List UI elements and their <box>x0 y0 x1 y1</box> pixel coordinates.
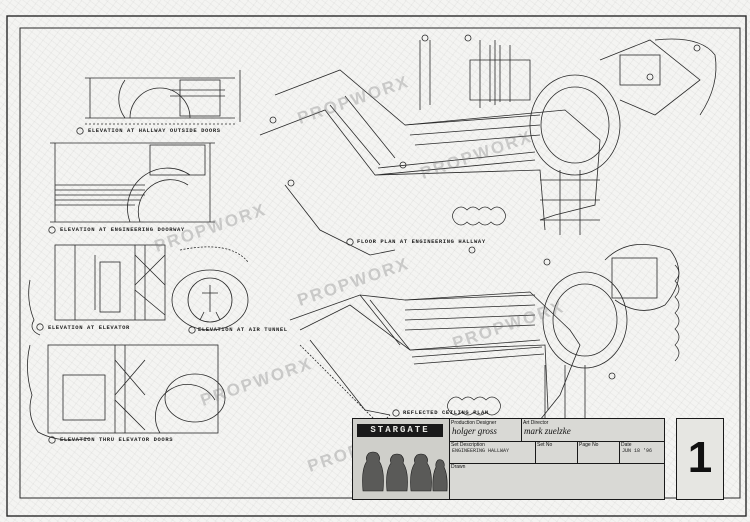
elevation-engineering-drawing <box>48 142 215 234</box>
view-title-engineering: ELEVATION AT ENGINEERING DOORWAY <box>60 226 185 233</box>
date-cell: Date JUN 18 '96 <box>619 441 664 464</box>
date-caption: Date <box>621 442 632 448</box>
art-director-cell: Art Director mark zuelzke <box>521 419 664 442</box>
set-description-caption: Set Description <box>451 442 485 448</box>
set-no-cell: Set No <box>535 441 578 464</box>
elevation-hallway-drawing <box>76 70 241 135</box>
art-director-caption: Art Director <box>523 420 549 426</box>
drawn-caption: Drawn <box>451 464 466 470</box>
page-no-caption: Page No <box>579 442 599 448</box>
title-block: STARGATE Production Designer holger gros… <box>352 418 665 500</box>
title-block-logo-cell: STARGATE <box>353 419 450 499</box>
elevation-elevator-drawing <box>28 244 166 336</box>
stargate-logo: STARGATE <box>357 424 443 437</box>
floor-plan-drawing <box>259 38 717 256</box>
callout-bubbles <box>269 34 701 380</box>
set-no-caption: Set No <box>537 442 553 448</box>
sheet-number: 1 <box>687 433 713 482</box>
revision-clouds <box>447 206 680 416</box>
page-no-cell: Page No <box>577 441 620 464</box>
date-value: JUN 18 '96 <box>622 448 653 454</box>
canopic-jars-illustration <box>362 451 448 492</box>
air-tunnel-drawing <box>171 246 249 334</box>
production-designer-cell: Production Designer holger gross <box>449 419 522 442</box>
view-title-hallway: ELEVATION AT HALLWAY OUTSIDE DOORS <box>88 127 221 134</box>
elevation-bottom-drawing <box>27 344 226 444</box>
view-title-bottom: ELEVATION THRU ELEVATOR DOORS <box>60 436 174 443</box>
view-title-ceiling-plan: REFLECTED CEILING PLAN <box>403 409 489 416</box>
production-designer-value: holger gross <box>452 426 497 436</box>
view-title-air-tunnel: ELEVATION AT AIR TUNNEL <box>198 326 288 333</box>
sheet-number-box: 1 <box>676 418 724 500</box>
art-director-value: mark zuelzke <box>524 426 571 436</box>
production-designer-caption: Production Designer <box>451 420 497 426</box>
view-title-floor-plan: FLOOR PLAN AT ENGINEERING HALLWAY <box>357 238 486 245</box>
set-description-value: ENGINEERING HALLWAY <box>452 448 510 454</box>
sheet-outer-border <box>6 15 747 517</box>
set-description-cell: Set Description ENGINEERING HALLWAY <box>449 441 536 464</box>
view-title-elevator: ELEVATION AT ELEVATOR <box>48 324 130 331</box>
drawn-cell: Drawn <box>449 463 664 499</box>
